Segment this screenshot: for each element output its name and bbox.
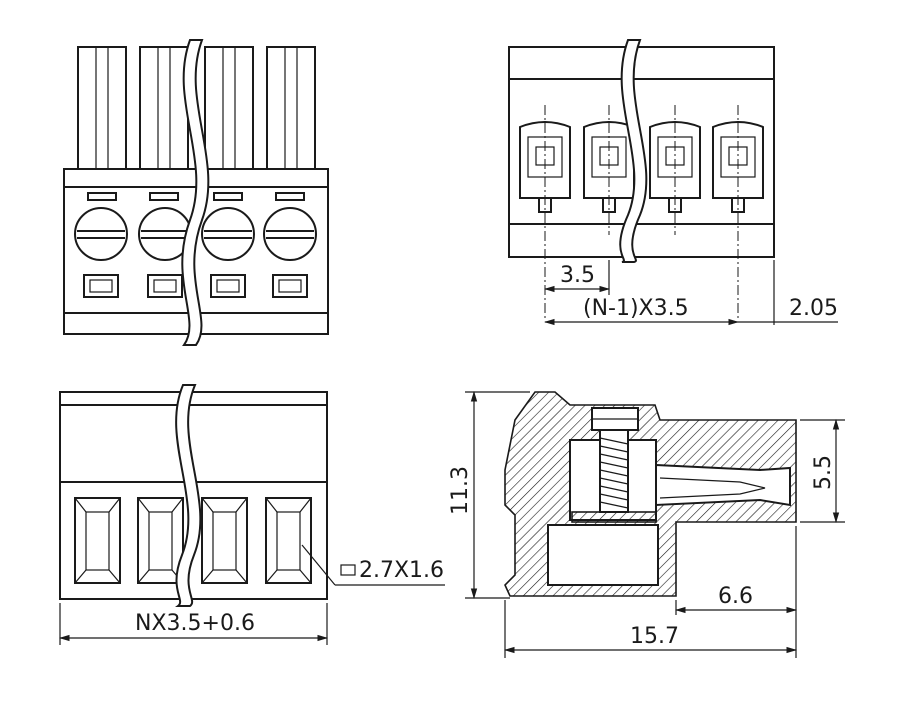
dim-length: 15.7: [630, 624, 679, 649]
wire-holes: [74, 497, 312, 584]
plan-view: [508, 39, 838, 326]
section-view: [465, 390, 845, 658]
dim-plug-height: 5.5: [811, 455, 836, 490]
front-view-wire-side: [58, 384, 445, 645]
dim-span: (N-1)X3.5: [583, 296, 689, 321]
dim-edge: 2.05: [789, 296, 838, 321]
dim-width: NX3.5+0.6: [135, 611, 255, 636]
dim-height: 11.3: [448, 466, 473, 515]
screw-heads: [74, 207, 317, 261]
dim-plug-depth: 6.6: [718, 584, 753, 609]
front-view-screws: [63, 39, 329, 346]
dim-hole: 2.7X1.6: [359, 558, 444, 583]
dim-pitch: 3.5: [560, 263, 595, 288]
